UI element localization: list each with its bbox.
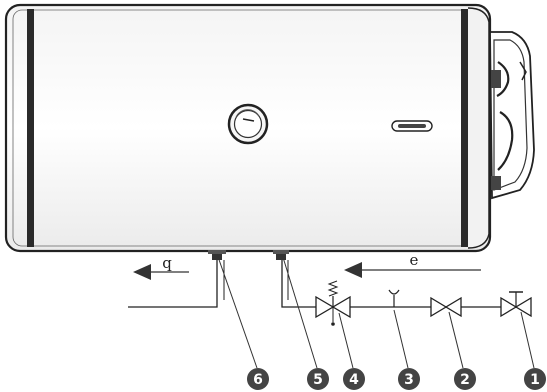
safety-valve-icon (315, 280, 351, 326)
inlet-fitting (273, 250, 289, 260)
outlet-pipe (128, 260, 218, 308)
leader-1 (520, 311, 535, 369)
flow-in-arrow (344, 262, 481, 278)
leader-4 (338, 312, 354, 369)
flow-out-label: q (162, 254, 172, 272)
callout-6: 6 (247, 368, 269, 390)
leader-5 (281, 253, 318, 369)
svg-text:5: 5 (313, 372, 323, 388)
flow-in-label: e (410, 251, 419, 269)
leader-3 (393, 309, 409, 369)
callout-2: 2 (454, 368, 476, 390)
svg-text:1: 1 (530, 372, 540, 388)
shutoff-valve-icon (500, 291, 532, 318)
callout-1: 1 (524, 368, 546, 390)
drain-funnel-icon (388, 289, 400, 307)
check-valve-icon (430, 296, 462, 318)
control-box (489, 31, 535, 200)
leader-lines (216, 253, 535, 369)
callout-4: 4 (343, 368, 365, 390)
outlet-fitting (208, 250, 226, 260)
svg-text:3: 3 (404, 372, 414, 388)
leader-6 (216, 253, 258, 369)
left-end-band (27, 9, 34, 247)
svg-text:4: 4 (349, 372, 359, 388)
callout-3: 3 (398, 368, 420, 390)
brand-logo (391, 120, 433, 132)
flow-out-arrow (133, 264, 189, 280)
right-end-band (461, 9, 468, 247)
callout-5: 5 (307, 368, 329, 390)
svg-text:6: 6 (253, 372, 263, 388)
leader-2 (448, 311, 464, 369)
thermometer-gauge (227, 103, 269, 145)
svg-text:2: 2 (460, 372, 470, 388)
